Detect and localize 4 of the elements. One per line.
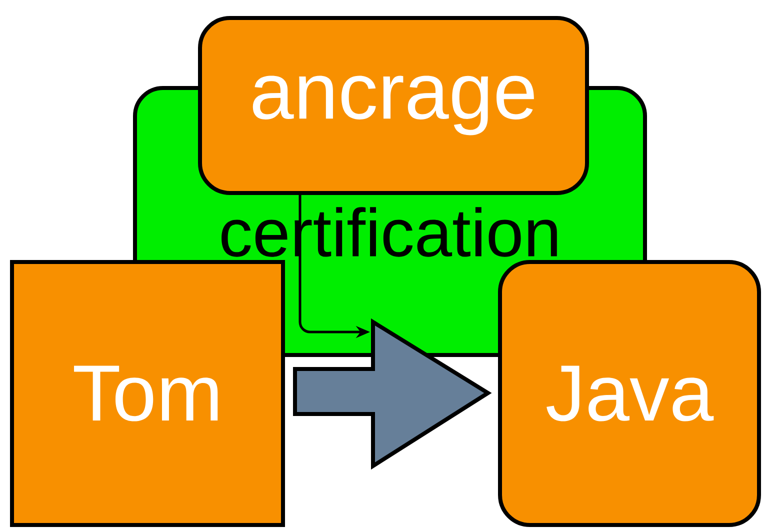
person-box: Tom	[10, 260, 285, 527]
label-box: ancrage	[198, 16, 589, 195]
language-box: Java	[498, 260, 761, 527]
block-arrow	[293, 318, 492, 470]
